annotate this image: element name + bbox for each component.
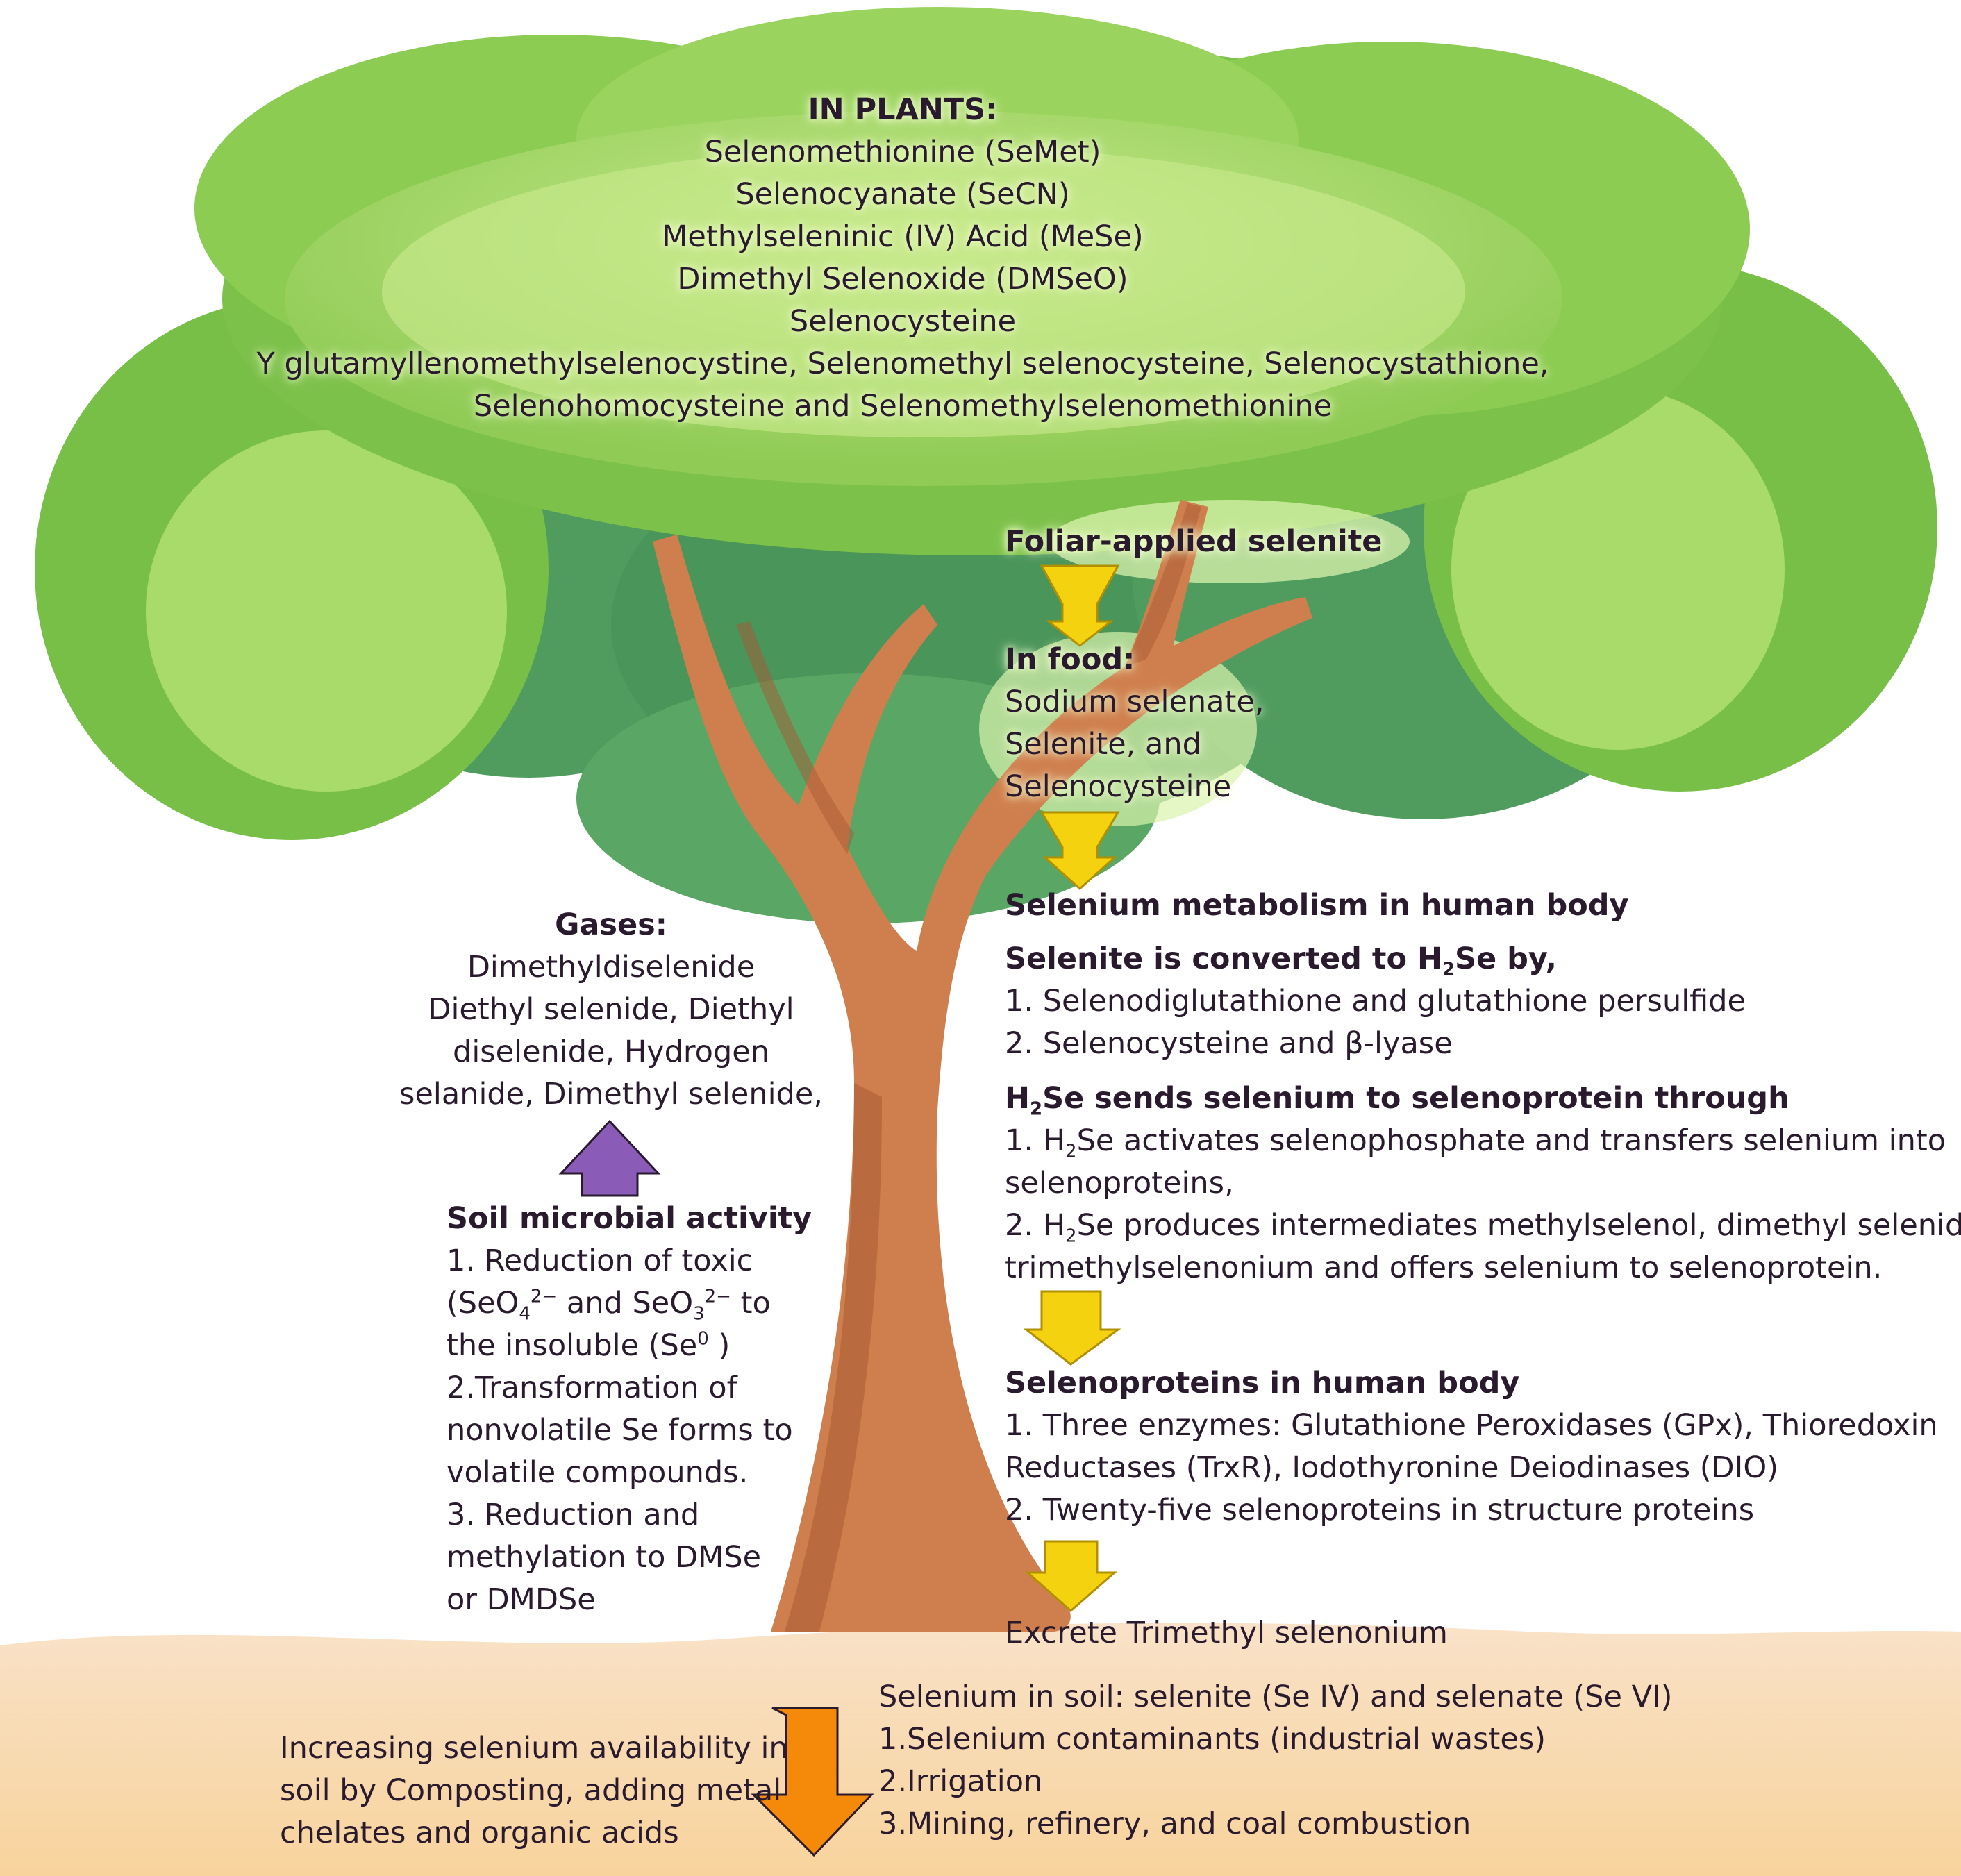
- microbial-item: nonvolatile Se forms to: [447, 1413, 793, 1448]
- excrete-label: Excrete Trimethyl selenonium: [1005, 1616, 1448, 1650]
- soil-right-item: 3.Mining, refinery, and coal combustion: [878, 1807, 1471, 1841]
- microbial-title: Soil microbial activity: [447, 1201, 812, 1236]
- plants-item: Methylseleninic (IV) Acid (MeSe): [662, 219, 1144, 254]
- tree-trunk: [653, 500, 1312, 1632]
- arrow-microbial-to-gases: [558, 1119, 661, 1197]
- microbial-item: the insoluble (Se0 ): [447, 1328, 731, 1363]
- food-item: Selenocysteine: [1005, 769, 1232, 804]
- microbial-item: 1. Reduction of toxic: [447, 1243, 753, 1278]
- arrow-foliar-to-food: [1040, 564, 1120, 647]
- microbial-item: 2.Transformation of: [447, 1371, 737, 1405]
- soil-left-item: Increasing selenium availability in: [280, 1731, 788, 1766]
- microbial-item: or DMDSe: [447, 1582, 596, 1617]
- arrow-food-to-metabolism: [1040, 811, 1120, 891]
- gases-item: diselenide, Hydrogen: [453, 1035, 769, 1069]
- sends-item: selenoproteins,: [1005, 1166, 1234, 1200]
- microbial-item: 3. Reduction and: [447, 1498, 700, 1532]
- plants-item: Selenocyanate (SeCN): [735, 177, 1070, 212]
- microbial-item: methylation to DMSe: [447, 1540, 762, 1575]
- food-item: Sodium selenate,: [1005, 685, 1265, 719]
- food-title: In food:: [1005, 642, 1135, 677]
- plants-item: Selenohomocysteine and Selenomethylselen…: [473, 389, 1333, 424]
- sends-item: 1. H2Se activates selenophosphate and tr…: [1005, 1123, 1946, 1162]
- food-item: Selenite, and: [1005, 727, 1201, 762]
- sends-heading: H2Se sends selenium to selenoprotein thr…: [1005, 1081, 1789, 1120]
- soil-left-block: Increasing selenium availability in soil…: [280, 1727, 788, 1854]
- metabolism-block: Selenium metabolism in human body Seleni…: [1005, 885, 1961, 1289]
- soil-left-item: chelates and organic acids: [280, 1816, 679, 1850]
- soil-left-item: soil by Composting, adding metal: [280, 1773, 782, 1808]
- selenoproteins-item: Reductases (TrxR), Iodothyronine Deiodin…: [1005, 1450, 1778, 1485]
- selenoproteins-item: 2. Twenty-five selenoproteins in structu…: [1005, 1493, 1755, 1527]
- plants-block: IN PLANTS: Selenomethionine (SeMet) Sele…: [208, 89, 1597, 428]
- plants-item: Selenocysteine: [789, 304, 1017, 339]
- converted-item: 1. Selenodiglutathione and glutathione p…: [1005, 984, 1746, 1019]
- selenoproteins-item: 1. Three enzymes: Glutathione Peroxidase…: [1005, 1408, 1938, 1443]
- plants-title: IN PLANTS:: [808, 92, 998, 127]
- plants-item: Selenomethionine (SeMet): [704, 135, 1101, 169]
- selenoproteins-block: Selenoproteins in human body 1. Three en…: [1005, 1362, 1938, 1532]
- tree-canopy: [35, 7, 1937, 923]
- sends-item: 2. H2Se produces intermediates methylsel…: [1005, 1208, 1961, 1247]
- plants-item: Y glutamyllenomethylselenocystine, Selen…: [256, 346, 1549, 381]
- gases-title: Gases:: [555, 907, 667, 942]
- arrow-selenoproteins-to-excrete: [1025, 1540, 1117, 1612]
- food-block: In food: Sodium selenate, Selenite, and …: [1005, 639, 1265, 808]
- soil-ground: [0, 1623, 1961, 1876]
- microbial-item: volatile compounds.: [447, 1455, 749, 1490]
- soil-right-block: Selenium in soil: selenite (Se IV) and s…: [878, 1676, 1672, 1845]
- metabolism-title: Selenium metabolism in human body: [1005, 888, 1629, 923]
- soil-right-title: Selenium in soil: selenite (Se IV) and s…: [878, 1680, 1673, 1714]
- soil-right-item: 1.Selenium contaminants (industrial wast…: [878, 1722, 1546, 1757]
- converted-heading: Selenite is converted to H2Se by,: [1005, 941, 1557, 980]
- gases-item: selanide, Dimethyl selenide,: [399, 1077, 823, 1112]
- microbial-block: Soil microbial activity 1. Reduction of …: [447, 1198, 812, 1621]
- sends-item: trimethylselenonium and offers selenium …: [1005, 1250, 1883, 1285]
- soil-right-item: 2.Irrigation: [878, 1764, 1043, 1799]
- arrow-soil-selenium: [751, 1707, 874, 1857]
- converted-item: 2. Selenocysteine and β-lyase: [1005, 1026, 1453, 1061]
- gases-item: Diethyl selenide, Diethyl: [428, 992, 794, 1027]
- microbial-item: (SeO42− and SeO32− to: [447, 1286, 771, 1325]
- arrow-metabolism-to-selenoproteins: [1023, 1290, 1121, 1366]
- selenoproteins-title: Selenoproteins in human body: [1005, 1366, 1520, 1400]
- gases-item: Dimethyldiselenide: [467, 950, 756, 985]
- foliar-label: Foliar-applied selenite: [1005, 524, 1383, 559]
- plants-item: Dimethyl Selenoxide (DMSeO): [677, 262, 1128, 296]
- gases-block: Gases: Dimethyldiselenide Diethyl seleni…: [389, 904, 833, 1116]
